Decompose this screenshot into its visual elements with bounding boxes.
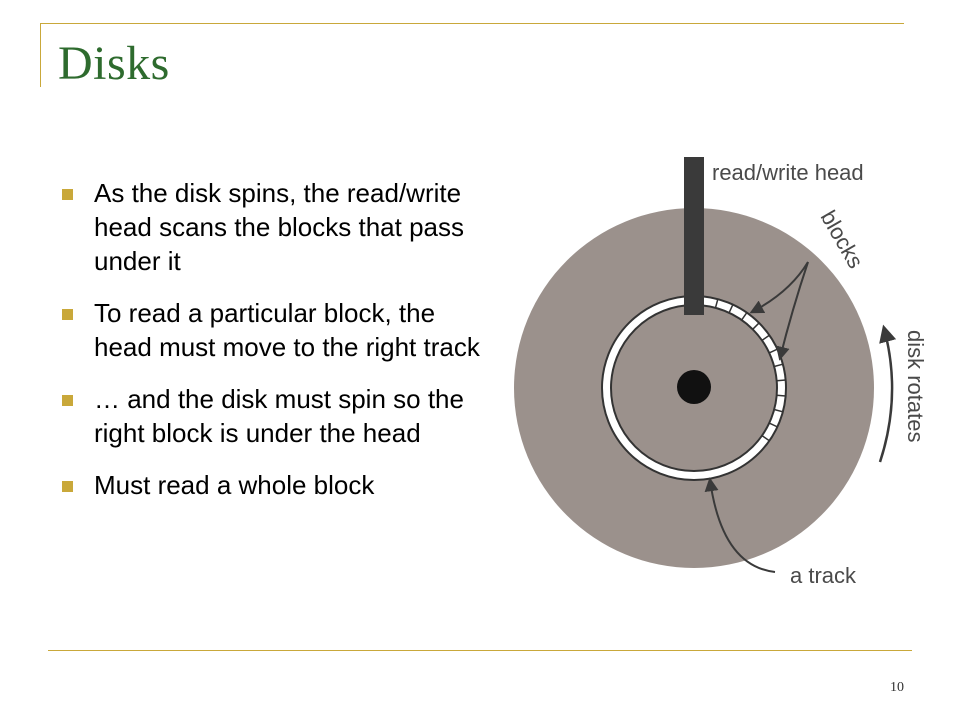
bullet-square-icon bbox=[62, 309, 73, 320]
blocks-label: blocks bbox=[816, 206, 869, 273]
page-number: 10 bbox=[890, 680, 904, 695]
block-divider bbox=[740, 312, 748, 321]
slide-title: Disks bbox=[58, 37, 170, 90]
spindle-hole bbox=[677, 370, 711, 404]
bullet-text: As the disk spins, the read/write head s… bbox=[94, 178, 465, 276]
block-divider bbox=[776, 394, 786, 397]
block-divider bbox=[776, 379, 786, 382]
disk-rotates-label: disk rotates bbox=[903, 330, 928, 443]
bottom-rule bbox=[48, 650, 912, 651]
blocks-arrow-lower bbox=[775, 261, 809, 361]
block-divider bbox=[773, 408, 784, 413]
top-rule bbox=[40, 23, 904, 24]
bullet-item: As the disk spins, the read/write head s… bbox=[60, 176, 500, 278]
bullet-list: As the disk spins, the read/write head s… bbox=[60, 176, 500, 520]
block-divider bbox=[761, 334, 770, 342]
bullet-text: Must read a whole block bbox=[94, 470, 375, 500]
left-rule bbox=[40, 23, 41, 87]
bullet-text: To read a particular block, the head mus… bbox=[94, 298, 480, 362]
block-divider bbox=[768, 422, 778, 428]
block-divider bbox=[752, 322, 760, 330]
disk-diagram-svg: read/write head blocks disk rotates a tr… bbox=[514, 157, 928, 588]
disk-diagram: read/write head blocks disk rotates a tr… bbox=[505, 150, 945, 605]
bullet-square-icon bbox=[62, 395, 73, 406]
bullet-item: To read a particular block, the head mus… bbox=[60, 296, 500, 364]
track-arrow bbox=[704, 477, 776, 573]
bullet-item: Must read a whole block bbox=[60, 468, 500, 502]
blocks-arrow-upper bbox=[749, 261, 809, 314]
a-track-label: a track bbox=[790, 563, 857, 588]
bullet-text: … and the disk must spin so the right bl… bbox=[94, 384, 464, 448]
rotation-arrow bbox=[878, 324, 897, 463]
bullet-square-icon bbox=[62, 481, 73, 492]
bullet-square-icon bbox=[62, 189, 73, 200]
block-divider bbox=[761, 434, 770, 442]
read-write-head bbox=[684, 157, 704, 315]
bullet-item: … and the disk must spin so the right bl… bbox=[60, 382, 500, 450]
block-divider bbox=[728, 304, 734, 314]
block-divider bbox=[773, 363, 784, 368]
read-write-head-label: read/write head bbox=[712, 160, 864, 185]
block-divider bbox=[714, 298, 719, 309]
